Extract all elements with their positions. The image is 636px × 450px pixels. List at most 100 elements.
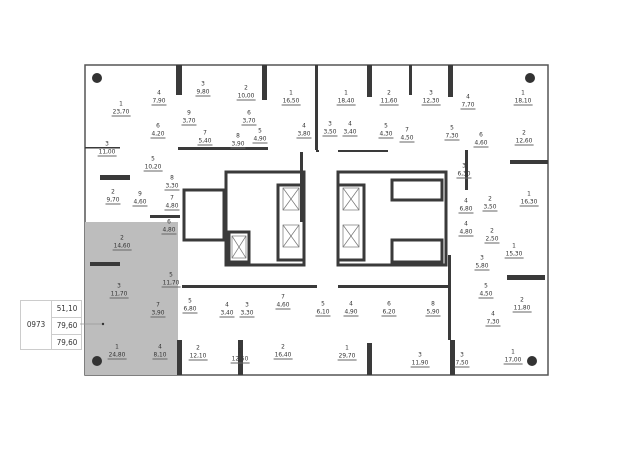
room-area: 3,30 bbox=[164, 181, 180, 191]
room-area: 4,60 bbox=[275, 300, 291, 310]
room-number: 7 bbox=[170, 193, 174, 202]
room-number: 6 bbox=[479, 130, 483, 139]
selected-apartment-area[interactable] bbox=[85, 222, 178, 375]
room-number: 3 bbox=[460, 350, 464, 359]
room-number: 7 bbox=[203, 128, 207, 137]
room-number: 2 bbox=[244, 83, 248, 92]
room-area: 12,50 bbox=[230, 354, 250, 364]
room-area: 6,80 bbox=[458, 204, 474, 214]
room-number: 5 bbox=[188, 296, 192, 305]
room-area: 11,00 bbox=[97, 147, 117, 157]
room-number: 1 bbox=[521, 88, 525, 97]
room-number: 2 bbox=[490, 226, 494, 235]
room-number: 2 bbox=[111, 187, 115, 196]
room-number: 9 bbox=[138, 189, 142, 198]
room-number: 4 bbox=[302, 121, 306, 130]
apartment-info-box[interactable]: 0973 51,10 79,60 79,60 bbox=[20, 300, 82, 350]
total-area: 79,60 bbox=[52, 318, 82, 335]
room-area: 7,90 bbox=[151, 96, 167, 106]
room-number: 7 bbox=[156, 300, 160, 309]
room-area: 12,10 bbox=[188, 351, 208, 361]
room-number: 3 bbox=[418, 350, 422, 359]
room-area: 4,50 bbox=[478, 289, 494, 299]
room-number: 5 bbox=[321, 299, 325, 308]
room-area: 4,80 bbox=[458, 227, 474, 237]
room-number: 1 bbox=[344, 88, 348, 97]
room-number: 7 bbox=[281, 292, 285, 301]
room-number: 3 bbox=[245, 300, 249, 309]
room-number: 7 bbox=[405, 125, 409, 134]
room-area: 6,20 bbox=[381, 307, 397, 317]
room-area: 4,20 bbox=[150, 129, 166, 139]
room-area: 16,40 bbox=[273, 350, 293, 360]
room-area: 14,60 bbox=[112, 241, 132, 251]
room-number: 4 bbox=[491, 309, 495, 318]
